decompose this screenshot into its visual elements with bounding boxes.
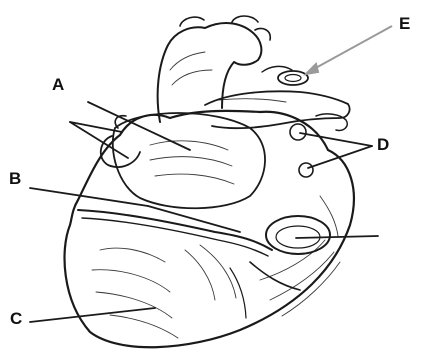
aorta (158, 23, 262, 122)
pointer-opening (296, 236, 378, 238)
pointer-d-1 (300, 133, 372, 146)
pointer-d-2 (308, 146, 372, 168)
vessel-opening-e (278, 71, 308, 85)
right-atrium (113, 113, 265, 208)
label-e: E (399, 15, 410, 32)
pulmonary-artery (205, 91, 350, 128)
pulmonary-vein-upper (290, 124, 306, 140)
label-b: B (9, 170, 21, 187)
label-c: C (10, 310, 22, 327)
label-d: D (377, 136, 389, 153)
shading-strokes (92, 52, 340, 338)
pulmonary-vein-lower (299, 163, 313, 177)
label-a: A (52, 76, 64, 93)
pointer-e (306, 26, 392, 74)
vena-cava (101, 136, 140, 167)
